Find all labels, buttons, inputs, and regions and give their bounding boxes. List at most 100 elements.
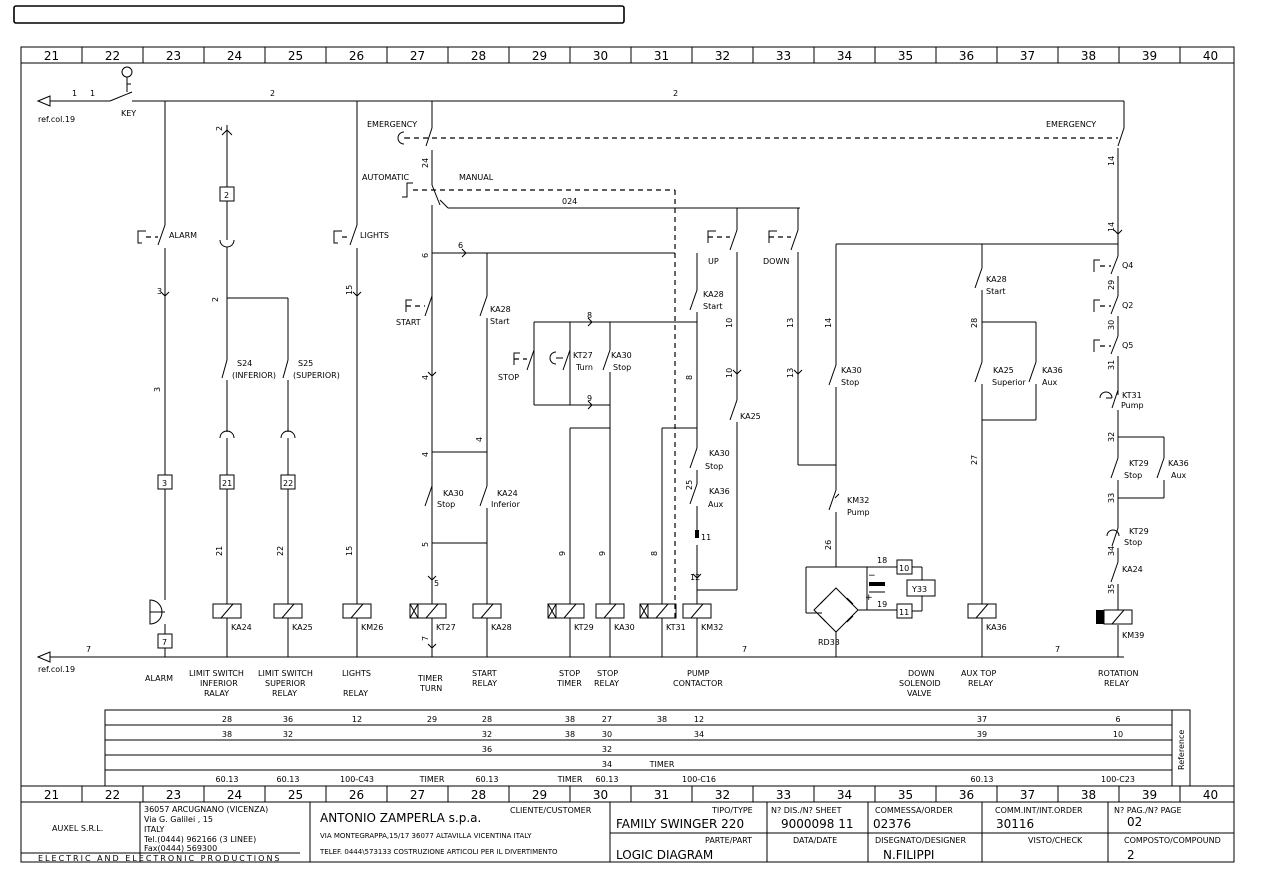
reference-cell: 12	[694, 715, 704, 724]
function-label: START	[472, 669, 497, 678]
contact-label: KA30	[611, 351, 632, 360]
company-tel: Tel.(0444) 962166 (3 LINEE)	[143, 835, 256, 844]
contact-label: Aux	[1171, 471, 1187, 480]
lights-switch-label: LIGHTS	[360, 231, 389, 240]
function-label: STOP	[559, 669, 580, 678]
function-label: LIMIT SWITCH	[258, 669, 313, 678]
contact-label: KA28	[986, 275, 1007, 284]
coil-label: KA24	[231, 623, 252, 632]
column-number: 32	[715, 788, 730, 802]
terminal-label: 22	[283, 479, 293, 488]
type-label: TIPO/TYPE	[711, 806, 753, 815]
function-label: RELAY	[1104, 679, 1129, 688]
wire-label: 3	[157, 287, 162, 296]
company-fax: Fax(0444) 569300	[144, 844, 217, 853]
order-value: 02376	[873, 817, 911, 831]
wire-label: 024	[562, 197, 577, 206]
contact-label: Q5	[1122, 341, 1133, 350]
column-number: 33	[776, 49, 791, 63]
contact-label: Aux	[708, 500, 724, 509]
function-label: VALVE	[907, 689, 932, 698]
wire-label: 25	[685, 480, 694, 490]
reference-cell: 60.13	[216, 775, 239, 784]
reference-cell: 28	[222, 715, 232, 724]
wire-label: 6	[421, 253, 430, 258]
coil-label: KM39	[1122, 631, 1144, 640]
contact-label: KA30	[841, 366, 862, 375]
reference-cell: 38	[222, 730, 232, 739]
customer-address: VIA MONTEGRAPPA,15/17 36077 ALTAVILLA VI…	[320, 832, 532, 840]
reference-cell: 39	[977, 730, 987, 739]
relay-coil: KA25	[273, 603, 313, 657]
rectifier-icon	[813, 587, 859, 633]
function-label: SUPERIOR	[265, 679, 306, 688]
column-number: 21	[44, 788, 59, 802]
function-label: TIMER	[417, 674, 443, 683]
column-number: 34	[837, 49, 852, 63]
column-number: 39	[1142, 788, 1157, 802]
wire-label: 29	[1107, 280, 1116, 290]
function-label: RELAY	[594, 679, 619, 688]
function-label: DOWN	[908, 669, 934, 678]
column-number: 31	[654, 788, 669, 802]
column-number: 32	[715, 49, 730, 63]
solenoid-valve-icon	[906, 579, 936, 597]
reference-cell: 60.13	[596, 775, 619, 784]
company-tagline: ELECTRIC AND ELECTRONIC PRODUCTIONS	[38, 854, 282, 863]
wire-label: 12	[690, 573, 700, 582]
down-label: DOWN	[763, 257, 789, 266]
title-block: 36057 ARCUGNANO (VICENZA) Via G. Galilei…	[21, 802, 1234, 863]
coil-label: KM32	[701, 623, 723, 632]
contact-label: Stop	[1124, 471, 1142, 480]
function-label: ROTATION	[1098, 669, 1139, 678]
function-label: TURN	[419, 684, 442, 693]
alarm-branch: ALARM 3 3 3 7	[137, 101, 197, 657]
wire-label: 2	[215, 126, 224, 131]
wire-label: 11	[701, 533, 711, 542]
column-number: 33	[776, 788, 791, 802]
int-order-label: COMM.INT/INT.ORDER	[995, 806, 1083, 815]
relay-coil: KA36	[967, 603, 1007, 657]
compound-label: COMPOSTO/COMPOUND	[1124, 836, 1221, 845]
company-address: 36057 ARCUGNANO (VICENZA)	[144, 805, 268, 814]
svg-text:−: −	[868, 571, 876, 581]
contact-label: Aux	[1042, 378, 1058, 387]
terminal-label: 10	[899, 564, 909, 573]
reference-cell: 32	[602, 745, 612, 754]
stop-switch-label: STOP	[498, 373, 519, 382]
wire-label: 8	[650, 551, 659, 556]
column-number: 37	[1020, 49, 1035, 63]
limit-switch-branch: 2 2 2 S24 (INFERIOR) S25 (SUPERIOR) 21 2…	[211, 125, 340, 604]
column-number: 30	[593, 788, 608, 802]
reference-cell: TIMER	[557, 775, 583, 784]
rd33-label: RD33	[818, 638, 840, 647]
terminal-label: 11	[899, 608, 909, 617]
s25-label: S25	[298, 359, 313, 368]
contact-label: KA24	[497, 489, 518, 498]
column-number: 25	[288, 788, 303, 802]
contact-label: KA36	[1042, 366, 1063, 375]
terminal-label: 18	[877, 556, 887, 565]
alarm-switch-label: ALARM	[169, 231, 197, 240]
relay-coil: KM26	[342, 603, 383, 657]
column-number: 25	[288, 49, 303, 63]
emergency-label: EMERGENCY	[1046, 120, 1096, 129]
relay-coil: KM39	[1096, 609, 1144, 640]
reference-cell: 38	[565, 730, 575, 739]
contact-label: Pump	[1121, 401, 1144, 410]
reference-cell: 36	[482, 745, 492, 754]
column-number: 27	[410, 49, 425, 63]
reference-cell: 60.13	[277, 775, 300, 784]
ref-col-bottom: ref.col.19	[38, 665, 75, 674]
terminal-label: 3	[162, 479, 167, 488]
wire-label: 24	[421, 158, 430, 168]
order-label: COMMESSA/ORDER	[875, 806, 953, 815]
relay-coil: KT31	[639, 603, 686, 657]
wire-label: 7	[1055, 645, 1060, 654]
contact-label: Pump	[847, 508, 870, 517]
wire-label: 13	[786, 368, 795, 378]
